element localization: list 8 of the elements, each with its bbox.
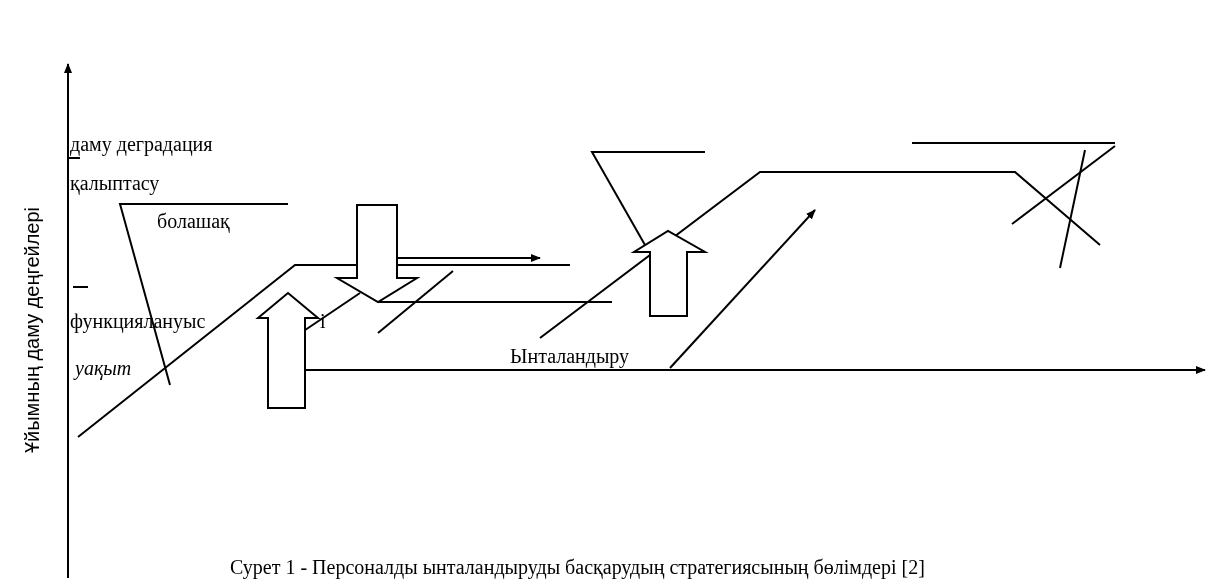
axis-title: Ұйымның даму деңгейлері [21, 206, 43, 454]
level-label: қалыптасу [70, 172, 160, 194]
axis-label: уақыт [75, 357, 132, 379]
text-fragment: і [320, 310, 326, 332]
arrow-label: Ынталандыру [510, 345, 630, 367]
figure-caption: Сурет 1 - Персоналды ынталандыруды басқарудың стратегиясының бөлімдері [2] [230, 556, 925, 578]
level-label: болашақ [157, 210, 230, 232]
level-label: даму деградация [70, 133, 213, 155]
